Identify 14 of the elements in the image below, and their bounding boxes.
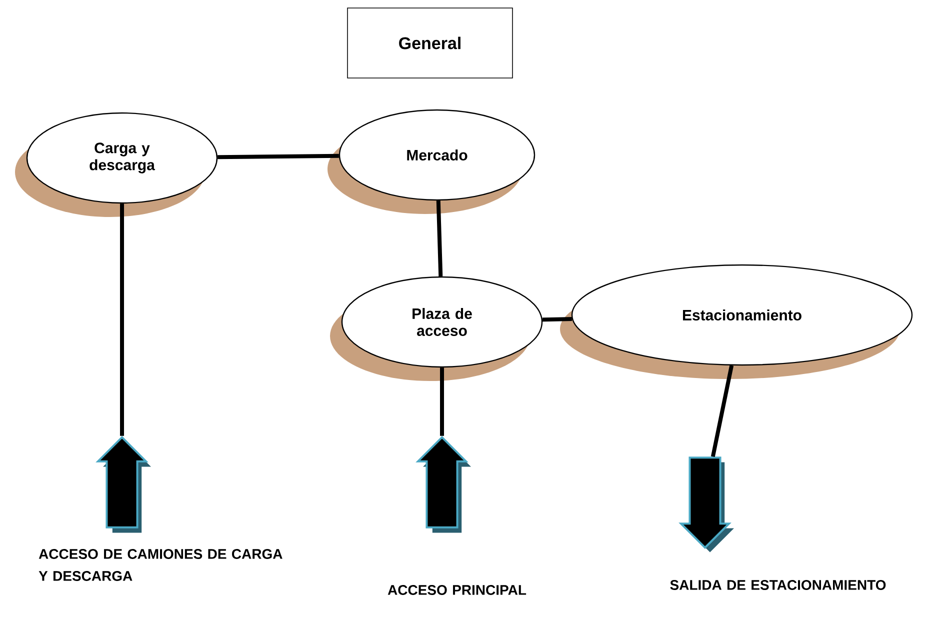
caption-text: SALIDA DE ESTACIONAMIENTO xyxy=(670,580,886,590)
ellipse-node: Estacionamiento xyxy=(560,264,913,379)
connector-line xyxy=(440,368,444,436)
title-box: General xyxy=(347,8,513,78)
connector-line xyxy=(710,365,734,458)
connector-line xyxy=(542,316,572,322)
ellipse-node: Mercado xyxy=(328,109,536,214)
connector-line xyxy=(218,154,339,160)
ellipse-node: Carga y descarga xyxy=(15,112,218,217)
connector-line xyxy=(436,200,443,276)
caption-text: ACCESO DE CAMIONES DE CARGA Y DESCARGA xyxy=(38,549,282,581)
ellipse-node: Plaza de acceso xyxy=(330,276,543,381)
caption-text: ACCESO PRINCIPAL xyxy=(388,585,526,595)
connector-line xyxy=(120,204,124,436)
